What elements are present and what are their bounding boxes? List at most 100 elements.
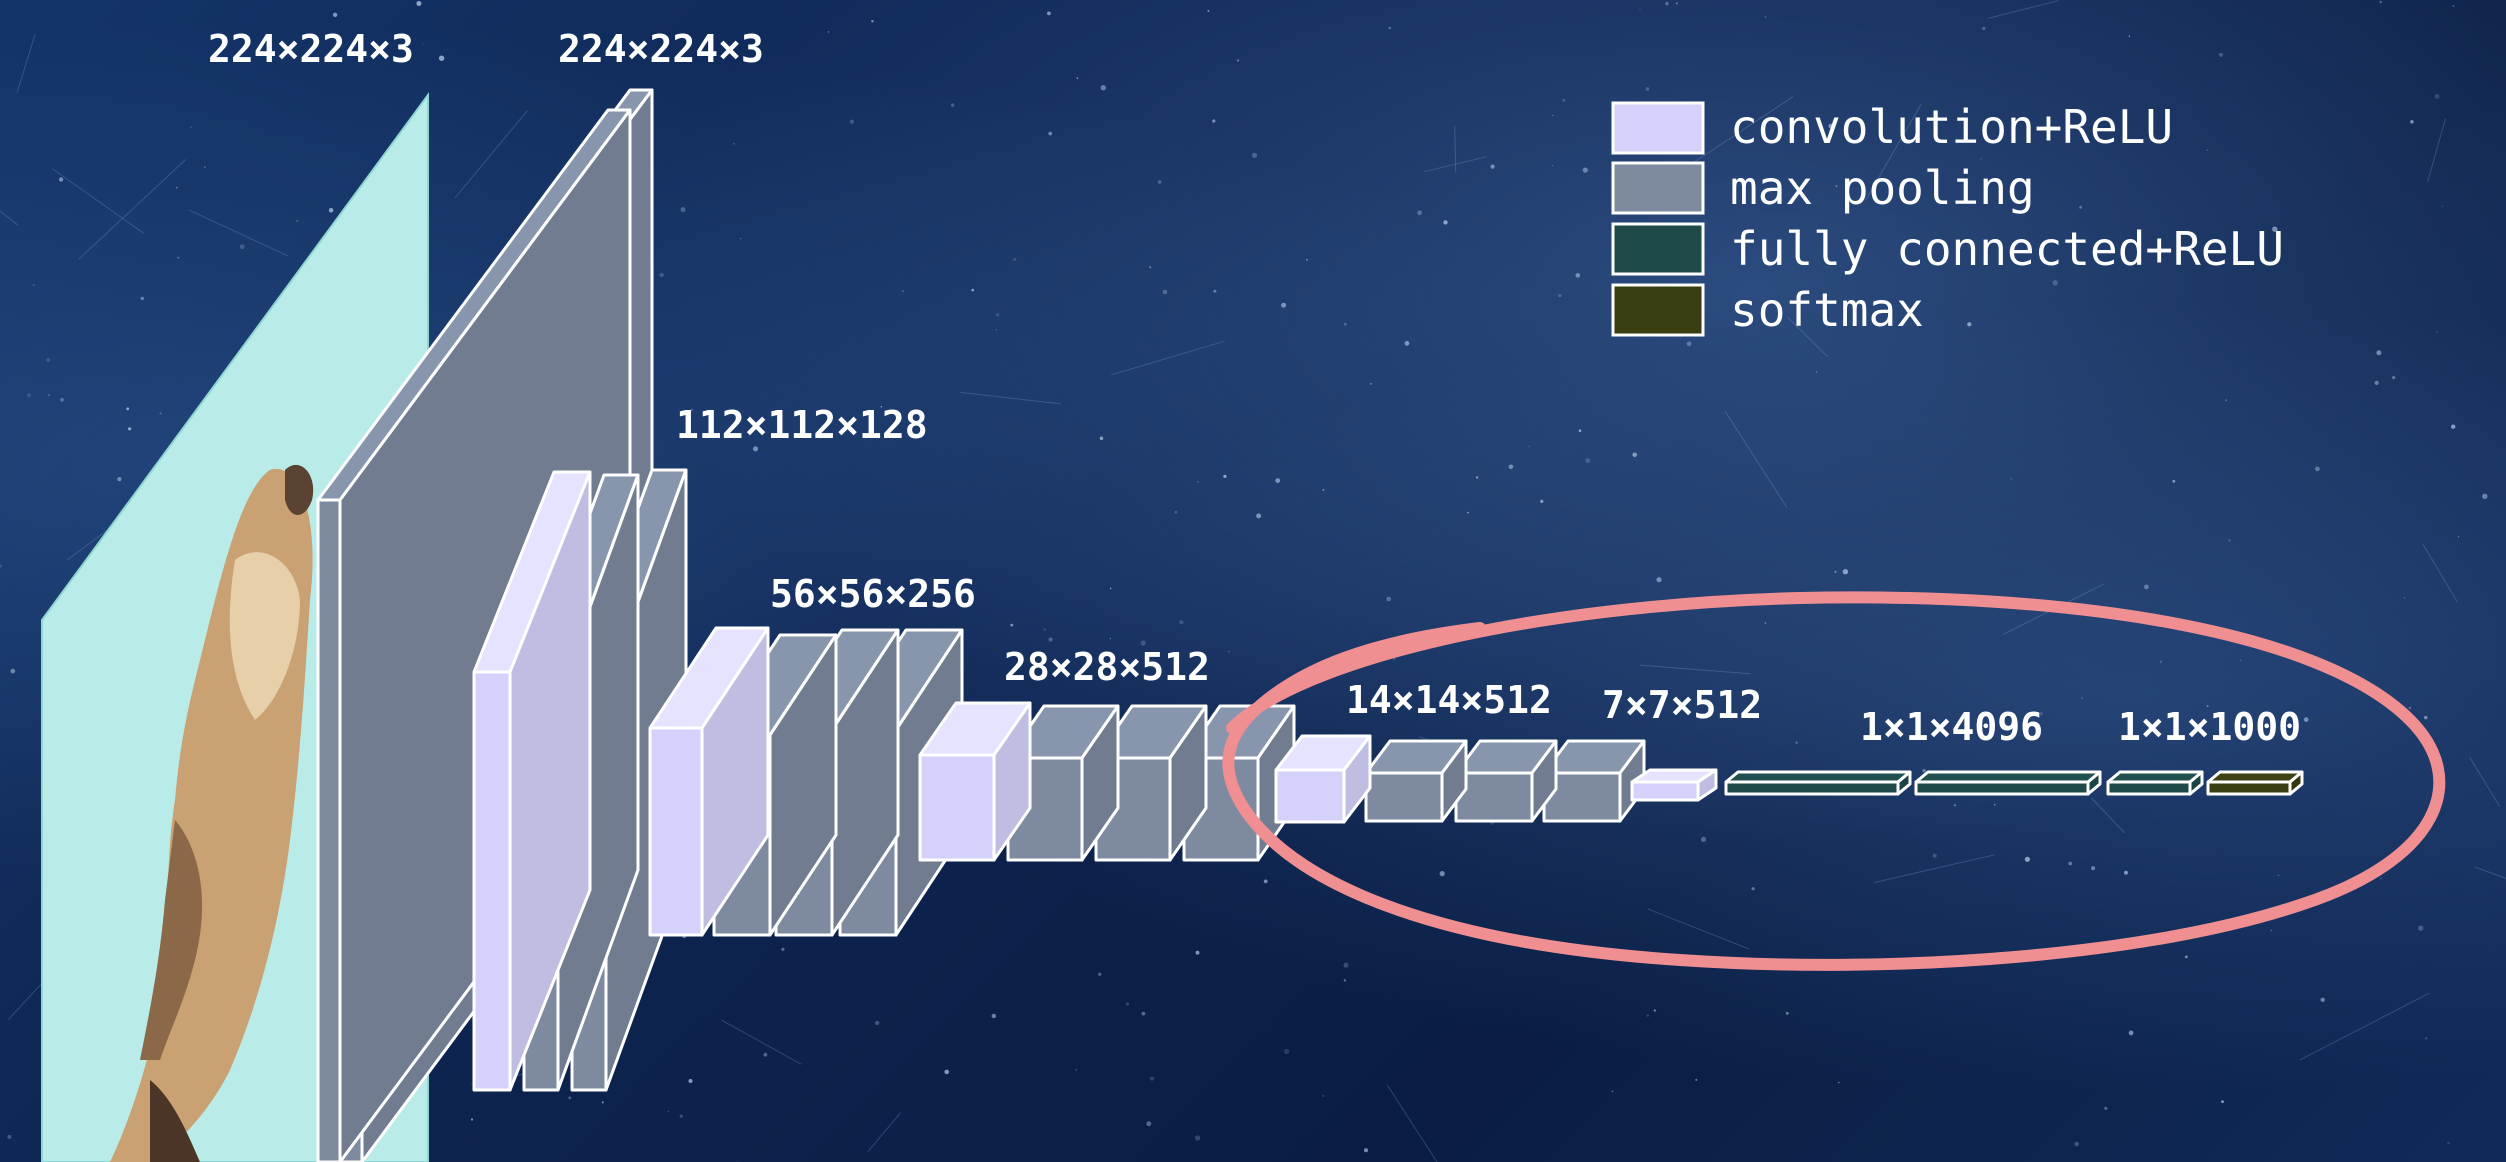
background-particle (2379, 0, 2382, 4)
label-block1: 224×224×3 (558, 27, 764, 71)
background-particle (1639, 8, 1641, 10)
background-particle (239, 244, 245, 250)
background-particle (740, 238, 742, 240)
background-particle (295, 219, 299, 223)
background-particle (667, 1110, 670, 1112)
background-particle (1751, 887, 1755, 891)
background-particle (1393, 658, 1396, 660)
background-particle (733, 142, 736, 145)
background-particle (2068, 861, 2072, 866)
background-particle (159, 412, 162, 415)
background-particle (1100, 85, 1107, 91)
background-particle (1162, 289, 1168, 295)
background-particle (2052, 280, 2058, 286)
background-particle (1075, 1068, 1078, 1071)
background-particle (1993, 803, 1996, 806)
fc-1 (1724, 770, 1912, 796)
background-particle (1364, 1148, 1368, 1153)
background-particle (2410, 120, 2414, 124)
background-particle (659, 272, 664, 278)
background-particle (2159, 660, 2163, 663)
background-particle (58, 177, 64, 182)
background-particle (971, 288, 974, 292)
background-particle (2144, 584, 2149, 590)
background-particle (1656, 577, 1662, 583)
label-output: 1×1×1000 (2118, 705, 2301, 749)
background-network-line (2427, 118, 2446, 182)
background-particle (2441, 205, 2444, 208)
background-particle (679, 1114, 683, 1118)
fc-1-front (1724, 780, 1900, 796)
background-network-line (16, 34, 36, 93)
background-particle (2128, 35, 2130, 37)
softmax-output (2206, 770, 2304, 796)
background-particle (1558, 294, 1562, 298)
background-particle (2447, 1141, 2450, 1145)
legend-label-convolution: convolution+ReLU (1730, 100, 2173, 154)
background-particle (1645, 87, 1650, 91)
background-network-line (867, 1112, 901, 1153)
background-particle (1179, 620, 1184, 625)
background-particle (1528, 445, 1530, 448)
background-network-line (2299, 992, 2430, 1061)
background-particle (1236, 59, 1240, 62)
background-particle (1653, 1009, 1656, 1012)
background-network-line (78, 159, 187, 260)
background-particle (1157, 180, 1162, 184)
background-network-line (1647, 908, 1749, 950)
fc-2 (1914, 770, 2102, 796)
background-particle (995, 329, 998, 331)
background-particle (1386, 596, 1391, 602)
label-block2: 112×112×128 (676, 403, 928, 447)
background-particle (1828, 123, 1834, 129)
background-particle (328, 207, 334, 213)
background-particle (1125, 1002, 1130, 1006)
background-particle (1646, 1014, 1649, 1017)
block3-conv-a (648, 626, 770, 937)
background-particle (1632, 452, 1637, 458)
background-particle (2434, 94, 2440, 99)
background-particle (1700, 836, 1707, 843)
legend-label-softmax: softmax (1730, 283, 1924, 337)
background-particle (2079, 205, 2083, 209)
layer-labels: 224×224×3 224×224×3 112×112×128 56×56×25… (208, 27, 2301, 749)
background-network-line (1386, 1084, 1438, 1162)
cat-photo (110, 464, 314, 1162)
fc-3-front (2106, 780, 2192, 796)
background-particle (1048, 131, 1053, 136)
background-network-line (1786, 316, 1828, 357)
background-particle (944, 1069, 949, 1075)
background-particle (1551, 164, 1554, 167)
background-particle (32, 284, 35, 286)
label-block3: 56×56×256 (770, 572, 976, 616)
background-particle (1047, 11, 1051, 16)
background-particle (2403, 597, 2406, 599)
label-fc: 1×1×4096 (1860, 705, 2043, 749)
background-particle (1370, 383, 1372, 385)
background-particle (7, 1134, 12, 1139)
label-block4: 28×28×512 (1004, 645, 1210, 689)
block5-conv-a-front (1274, 768, 1346, 824)
background-particle (849, 119, 855, 124)
background-particle (1611, 1090, 1614, 1093)
background-particle (126, 407, 130, 411)
background-network-line (721, 1019, 802, 1065)
background-particle (1764, 622, 1767, 624)
background-particle (190, 126, 192, 129)
background-particle (2376, 350, 2382, 356)
background-particle (680, 207, 686, 213)
background-network-line (1639, 664, 1751, 675)
block2-conv-a-front (472, 670, 512, 1092)
background-particle (1195, 950, 1200, 955)
background-network-line (1864, 103, 1922, 201)
block5-conv-c-front (1454, 771, 1534, 823)
background-particle (871, 20, 874, 23)
background-particle (2091, 866, 2096, 871)
background-network-line (2422, 543, 2458, 603)
block4-conv-a (918, 701, 1032, 862)
background-particle (1815, 371, 1818, 373)
background-particle (470, 1118, 474, 1121)
background-particle (1228, 650, 1230, 653)
background-particle (2228, 539, 2231, 542)
